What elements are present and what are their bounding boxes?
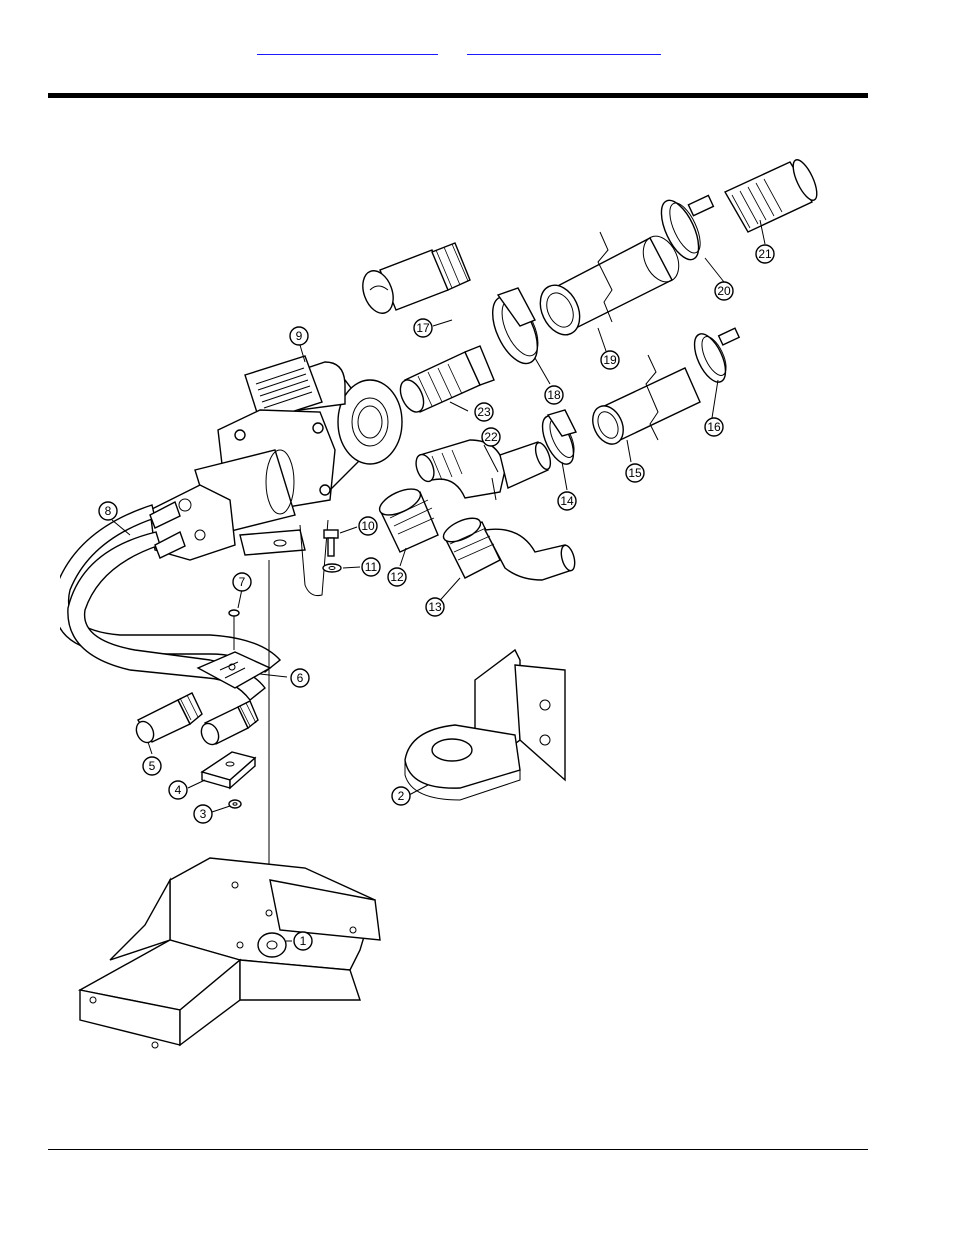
header-link-2[interactable]: [467, 38, 661, 55]
callout-9: 9: [290, 327, 308, 345]
svg-text:11: 11: [365, 560, 378, 574]
callout-12: 12: [388, 568, 406, 586]
part-11-washer: [323, 564, 341, 572]
part-2-hitch-bracket: [405, 650, 565, 800]
callout-18: 18: [545, 386, 563, 404]
callout-19: 19: [601, 351, 619, 369]
callout-6: 6: [291, 669, 309, 687]
callout-7: 7: [233, 573, 251, 591]
mounting-bracket-base: [80, 858, 380, 1048]
svg-text:3: 3: [200, 807, 207, 821]
callout-20: 20: [715, 282, 733, 300]
svg-text:17: 17: [416, 321, 430, 335]
svg-text:9: 9: [296, 329, 303, 343]
callout-23: 23: [475, 403, 493, 421]
part-22-elbow: [413, 440, 554, 500]
part-17-fitting: [357, 243, 470, 317]
part-21-hose-barb: [725, 157, 820, 232]
callout-15: 15: [626, 464, 644, 482]
svg-text:8: 8: [105, 504, 112, 518]
header-rule: [48, 93, 868, 98]
svg-text:7: 7: [239, 575, 246, 589]
callout-2: 2: [392, 787, 410, 805]
callout-17: 17: [414, 319, 432, 337]
svg-text:16: 16: [707, 420, 721, 434]
part-16-hose-clamp: [688, 328, 739, 386]
svg-text:2: 2: [398, 789, 405, 803]
part-13-elbow: [440, 513, 577, 580]
svg-text:1: 1: [300, 934, 307, 948]
callout-16: 16: [705, 418, 723, 436]
svg-text:10: 10: [361, 519, 375, 533]
callout-21: 21: [756, 245, 774, 263]
part-19-hose: [533, 230, 686, 341]
part-4-clamp-plate: [202, 752, 255, 788]
callout-5: 5: [143, 757, 161, 775]
header-link-1[interactable]: [257, 38, 438, 55]
part-1-knob: [258, 933, 286, 957]
svg-text:18: 18: [547, 388, 561, 402]
svg-text:6: 6: [297, 671, 304, 685]
part-12-bushing: [376, 484, 438, 552]
part-3-nut: [229, 800, 241, 808]
callout-10: 10: [359, 517, 377, 535]
callout-8: 8: [99, 502, 117, 520]
callout-14: 14: [558, 492, 576, 510]
part-5-fitting: [133, 693, 258, 747]
callout-4: 4: [169, 781, 187, 799]
svg-text:23: 23: [477, 405, 491, 419]
svg-text:4: 4: [175, 783, 182, 797]
parts-diagram: 1 2 3 4 5 6 7 8 9 10 11 12: [60, 140, 820, 1080]
svg-text:21: 21: [758, 247, 772, 261]
callout-13: 13: [426, 598, 444, 616]
svg-text:14: 14: [560, 494, 574, 508]
svg-text:19: 19: [603, 353, 617, 367]
svg-text:20: 20: [717, 284, 731, 298]
callout-22: 22: [482, 428, 500, 446]
svg-text:15: 15: [628, 466, 642, 480]
callout-1: 1: [294, 932, 312, 950]
svg-text:22: 22: [484, 430, 498, 444]
footer-rule: [48, 1149, 868, 1150]
leader-lines: [112, 220, 765, 941]
svg-text:12: 12: [390, 570, 404, 584]
callout-3: 3: [194, 805, 212, 823]
svg-text:13: 13: [428, 600, 442, 614]
part-15-hose: [587, 355, 700, 449]
part-18-clamp: [483, 288, 546, 370]
part-20-hose-clamp: [654, 195, 714, 265]
svg-text:5: 5: [149, 759, 156, 773]
callout-11: 11: [362, 558, 380, 576]
